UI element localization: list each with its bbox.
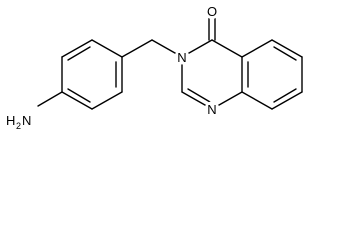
bond bbox=[91, 91, 123, 110]
amine-h-label: H bbox=[6, 113, 15, 128]
bond bbox=[91, 39, 123, 58]
amine-n-label: N bbox=[22, 113, 31, 128]
bond bbox=[121, 39, 153, 58]
bond bbox=[61, 91, 93, 110]
pyrimidinone-ring bbox=[181, 15, 243, 110]
bond bbox=[241, 91, 273, 110]
aniline-ring bbox=[37, 39, 123, 110]
amine-subscript: 2 bbox=[16, 121, 21, 131]
double-bond-inner bbox=[67, 88, 91, 103]
oxygen-atom: O bbox=[207, 4, 217, 19]
benzo-ring bbox=[241, 39, 303, 110]
n1-atom: N bbox=[207, 102, 216, 117]
structure-canvas: O N N H 2 N bbox=[0, 3, 303, 131]
double-bond-inner bbox=[273, 46, 297, 61]
double-bond-inner bbox=[273, 88, 297, 103]
bond bbox=[211, 39, 243, 58]
bond bbox=[271, 39, 303, 58]
atom-labels: O N N H 2 N bbox=[0, 3, 220, 131]
bond bbox=[271, 91, 303, 110]
methylene-linker bbox=[121, 39, 183, 58]
bond bbox=[241, 39, 273, 58]
double-bond-inner bbox=[187, 88, 211, 103]
molecule-structure: O N N H 2 N bbox=[0, 3, 303, 131]
bond bbox=[61, 39, 93, 58]
bond bbox=[37, 91, 63, 107]
double-bond-inner bbox=[67, 46, 91, 61]
n3-atom: N bbox=[177, 50, 186, 65]
